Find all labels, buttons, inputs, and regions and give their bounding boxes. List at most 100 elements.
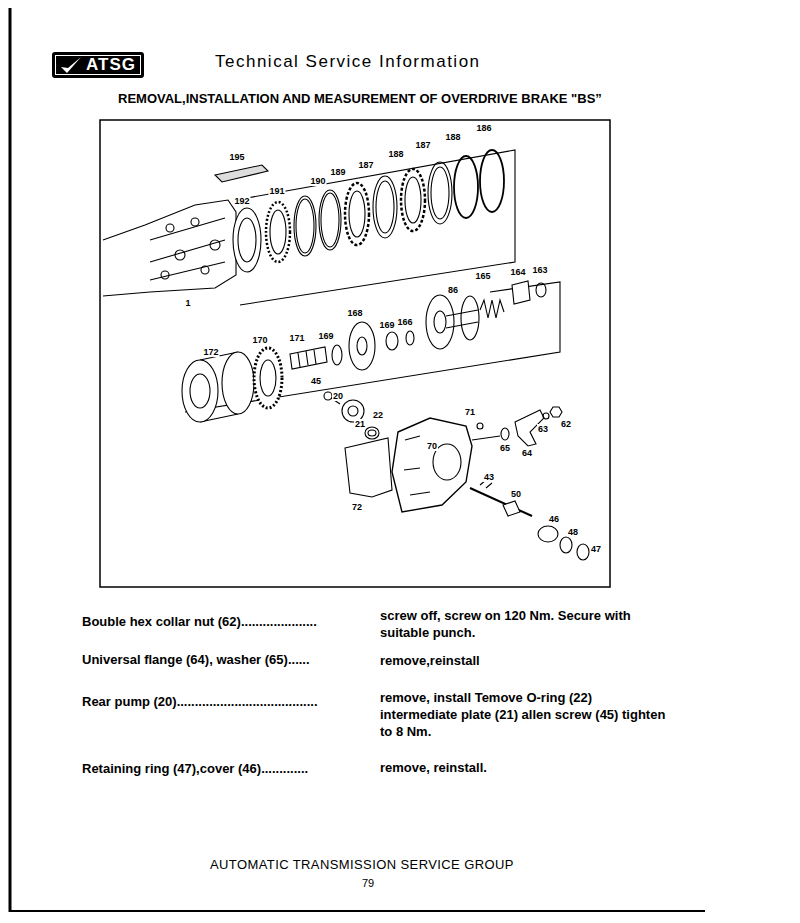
illustration-part <box>376 181 394 233</box>
table-cell: Retaining ring (47),cover (46)..........… <box>82 761 308 776</box>
callout-number: 187 <box>357 160 374 170</box>
callout-number: 188 <box>444 132 461 142</box>
illustration-part <box>501 428 509 440</box>
illustration-part <box>161 271 169 279</box>
callout-number: 168 <box>346 308 363 318</box>
illustration-part <box>536 283 546 297</box>
illustration-part <box>349 322 375 370</box>
illustration-part <box>434 311 446 333</box>
illustration-part <box>357 337 367 355</box>
illustration-part <box>166 224 174 232</box>
table-cell: Universal flange (64), washer (65)...... <box>82 652 310 667</box>
callout-number: 187 <box>414 140 431 150</box>
callout-number: 188 <box>387 149 404 159</box>
illustration-part <box>560 537 572 553</box>
illustration-part <box>538 526 558 542</box>
illustration-part <box>503 501 520 516</box>
callout-number: 20 <box>332 391 344 401</box>
illustration-part <box>270 210 286 254</box>
callout-number: 50 <box>510 489 522 499</box>
callout-number: 71 <box>464 407 476 417</box>
illustration-part <box>512 281 530 304</box>
table-cell: Rear pump (20)..........................… <box>82 694 318 709</box>
header-text: Technical Service Information <box>215 52 481 72</box>
illustration-part <box>100 120 610 587</box>
table-cell: remove, reinstall. <box>380 759 680 776</box>
illustration-part <box>470 488 532 516</box>
illustration-part <box>348 406 358 416</box>
callout-number: 72 <box>351 502 363 512</box>
callout-number: 164 <box>509 267 526 277</box>
table-cell: Bouble hex collar nut (62)..............… <box>82 614 317 629</box>
callout-number: 171 <box>288 333 305 343</box>
callout-number: 169 <box>378 320 395 330</box>
illustration-part <box>210 240 220 250</box>
illustration-part <box>428 162 452 224</box>
callout-number: 192 <box>233 196 250 206</box>
illustration-part <box>215 165 268 182</box>
illustration-part <box>103 150 589 560</box>
callout-number: 170 <box>251 335 268 345</box>
illustration-part <box>191 218 199 226</box>
illustration-part <box>406 331 414 345</box>
callout-number: 195 <box>228 152 245 162</box>
illustration-part <box>477 423 483 429</box>
illustration-part <box>254 348 282 408</box>
callout-number: 43 <box>483 472 495 482</box>
callout-number: 63 <box>537 424 549 434</box>
callout-number: 189 <box>329 167 346 177</box>
illustration-part <box>480 300 504 318</box>
illustration-part <box>298 350 316 367</box>
page-title: REMOVAL,INSTALLATION AND MEASUREMENT OF … <box>118 91 602 106</box>
illustration-part <box>426 295 454 349</box>
callout-number: 169 <box>317 331 334 341</box>
illustration-part <box>543 413 549 419</box>
illustration-part <box>373 176 397 238</box>
illustration-part <box>319 190 341 250</box>
table-cell: screw off, screw on 120 Nm. Secure with … <box>380 607 680 641</box>
callout-number: 172 <box>202 347 219 357</box>
illustration-part <box>550 407 562 417</box>
illustration-part <box>577 544 589 560</box>
illustration-part <box>175 250 185 260</box>
illustration-part <box>332 345 342 365</box>
callout-number: 191 <box>268 186 285 196</box>
callout-number: 70 <box>426 441 438 451</box>
illustration-part <box>266 202 290 262</box>
illustration-part <box>365 427 379 439</box>
illustration-part <box>236 150 515 305</box>
callout-number: 46 <box>548 514 560 524</box>
callout-number: 65 <box>499 443 511 453</box>
callout-number: 22 <box>372 410 384 420</box>
illustration-part <box>472 436 500 440</box>
illustration-part <box>222 352 254 414</box>
illustration-part <box>405 177 421 223</box>
illustration-part <box>461 296 479 340</box>
page-number: 79 <box>362 877 374 889</box>
illustration-part <box>238 218 256 262</box>
table-cell: remove,reinstall <box>380 652 680 669</box>
callout-number: 1 <box>184 298 191 308</box>
illustration-part <box>401 169 425 231</box>
illustration-part <box>392 418 472 512</box>
callout-number: 45 <box>310 376 322 386</box>
illustration-part <box>345 438 392 497</box>
illustration-part <box>201 266 209 274</box>
callout-number: 190 <box>309 176 326 186</box>
callout-number: 47 <box>590 544 602 554</box>
callout-number: 48 <box>567 527 579 537</box>
illustration-part <box>296 199 314 253</box>
callout-number: 62 <box>560 419 572 429</box>
illustration-part <box>150 218 225 280</box>
illustration-part <box>182 360 218 422</box>
illustration-part <box>431 167 449 219</box>
illustration-part <box>454 156 478 218</box>
illustration-part <box>103 200 236 296</box>
illustration-part <box>321 193 339 247</box>
callout-number: 86 <box>447 285 459 295</box>
illustration-part <box>294 196 316 256</box>
logo-box: ATSG <box>52 52 144 78</box>
logo-text: ATSG <box>86 54 136 76</box>
illustration-part <box>9 8 12 912</box>
callout-number: 163 <box>531 265 548 275</box>
